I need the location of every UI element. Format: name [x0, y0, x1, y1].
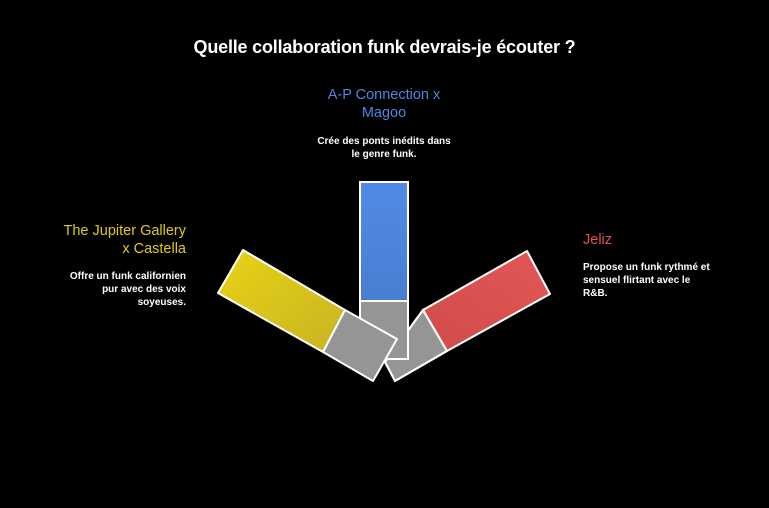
option-jupiter-gallery-name: The Jupiter Gallery x Castella [20, 222, 187, 258]
bar-ap-connection-color-segment [359, 181, 409, 302]
option-name-line: x Castella [122, 241, 186, 257]
bar-jupiter-gallery [217, 249, 398, 382]
option-ap-connection-description: Crée des ponts inédits dans le genre fun… [284, 135, 484, 161]
option-name-line: A-P Connection x [327, 87, 441, 103]
option-ap-connection-name: A-P Connection x Magoo [284, 86, 484, 122]
option-desc-line: Offre un funk californien [69, 271, 186, 282]
option-name-line: Magoo [361, 105, 407, 121]
option-desc-line: soyeuses. [137, 297, 186, 308]
option-desc-line: le genre funk. [351, 149, 417, 160]
option-desc-line: R&B. [583, 288, 608, 299]
page-title: Quelle collaboration funk devrais-je éco… [193, 37, 576, 57]
bar-jeliz-color-segment [422, 250, 551, 352]
option-name-line: The Jupiter Gallery [63, 223, 187, 239]
option-jupiter-gallery-description: Offre un funk californien pur avec des v… [20, 270, 186, 309]
option-jeliz-description: Propose un funk rythmé et sensuel flirta… [583, 261, 753, 300]
option-desc-line: Propose un funk rythmé et [583, 262, 710, 273]
bar-jeliz [383, 250, 551, 383]
option-desc-line: Crée des ponts inédits dans [317, 136, 451, 147]
option-desc-line: sensuel flirtant avec le [583, 275, 691, 286]
option-desc-line: pur avec des voix [102, 284, 186, 295]
bar-jupiter-gallery-color-segment [217, 249, 346, 353]
bar-jupiter-gallery-gray-segment [322, 309, 398, 382]
option-jeliz-name: Jeliz [583, 231, 753, 249]
option-name-line: Jeliz [583, 232, 613, 248]
